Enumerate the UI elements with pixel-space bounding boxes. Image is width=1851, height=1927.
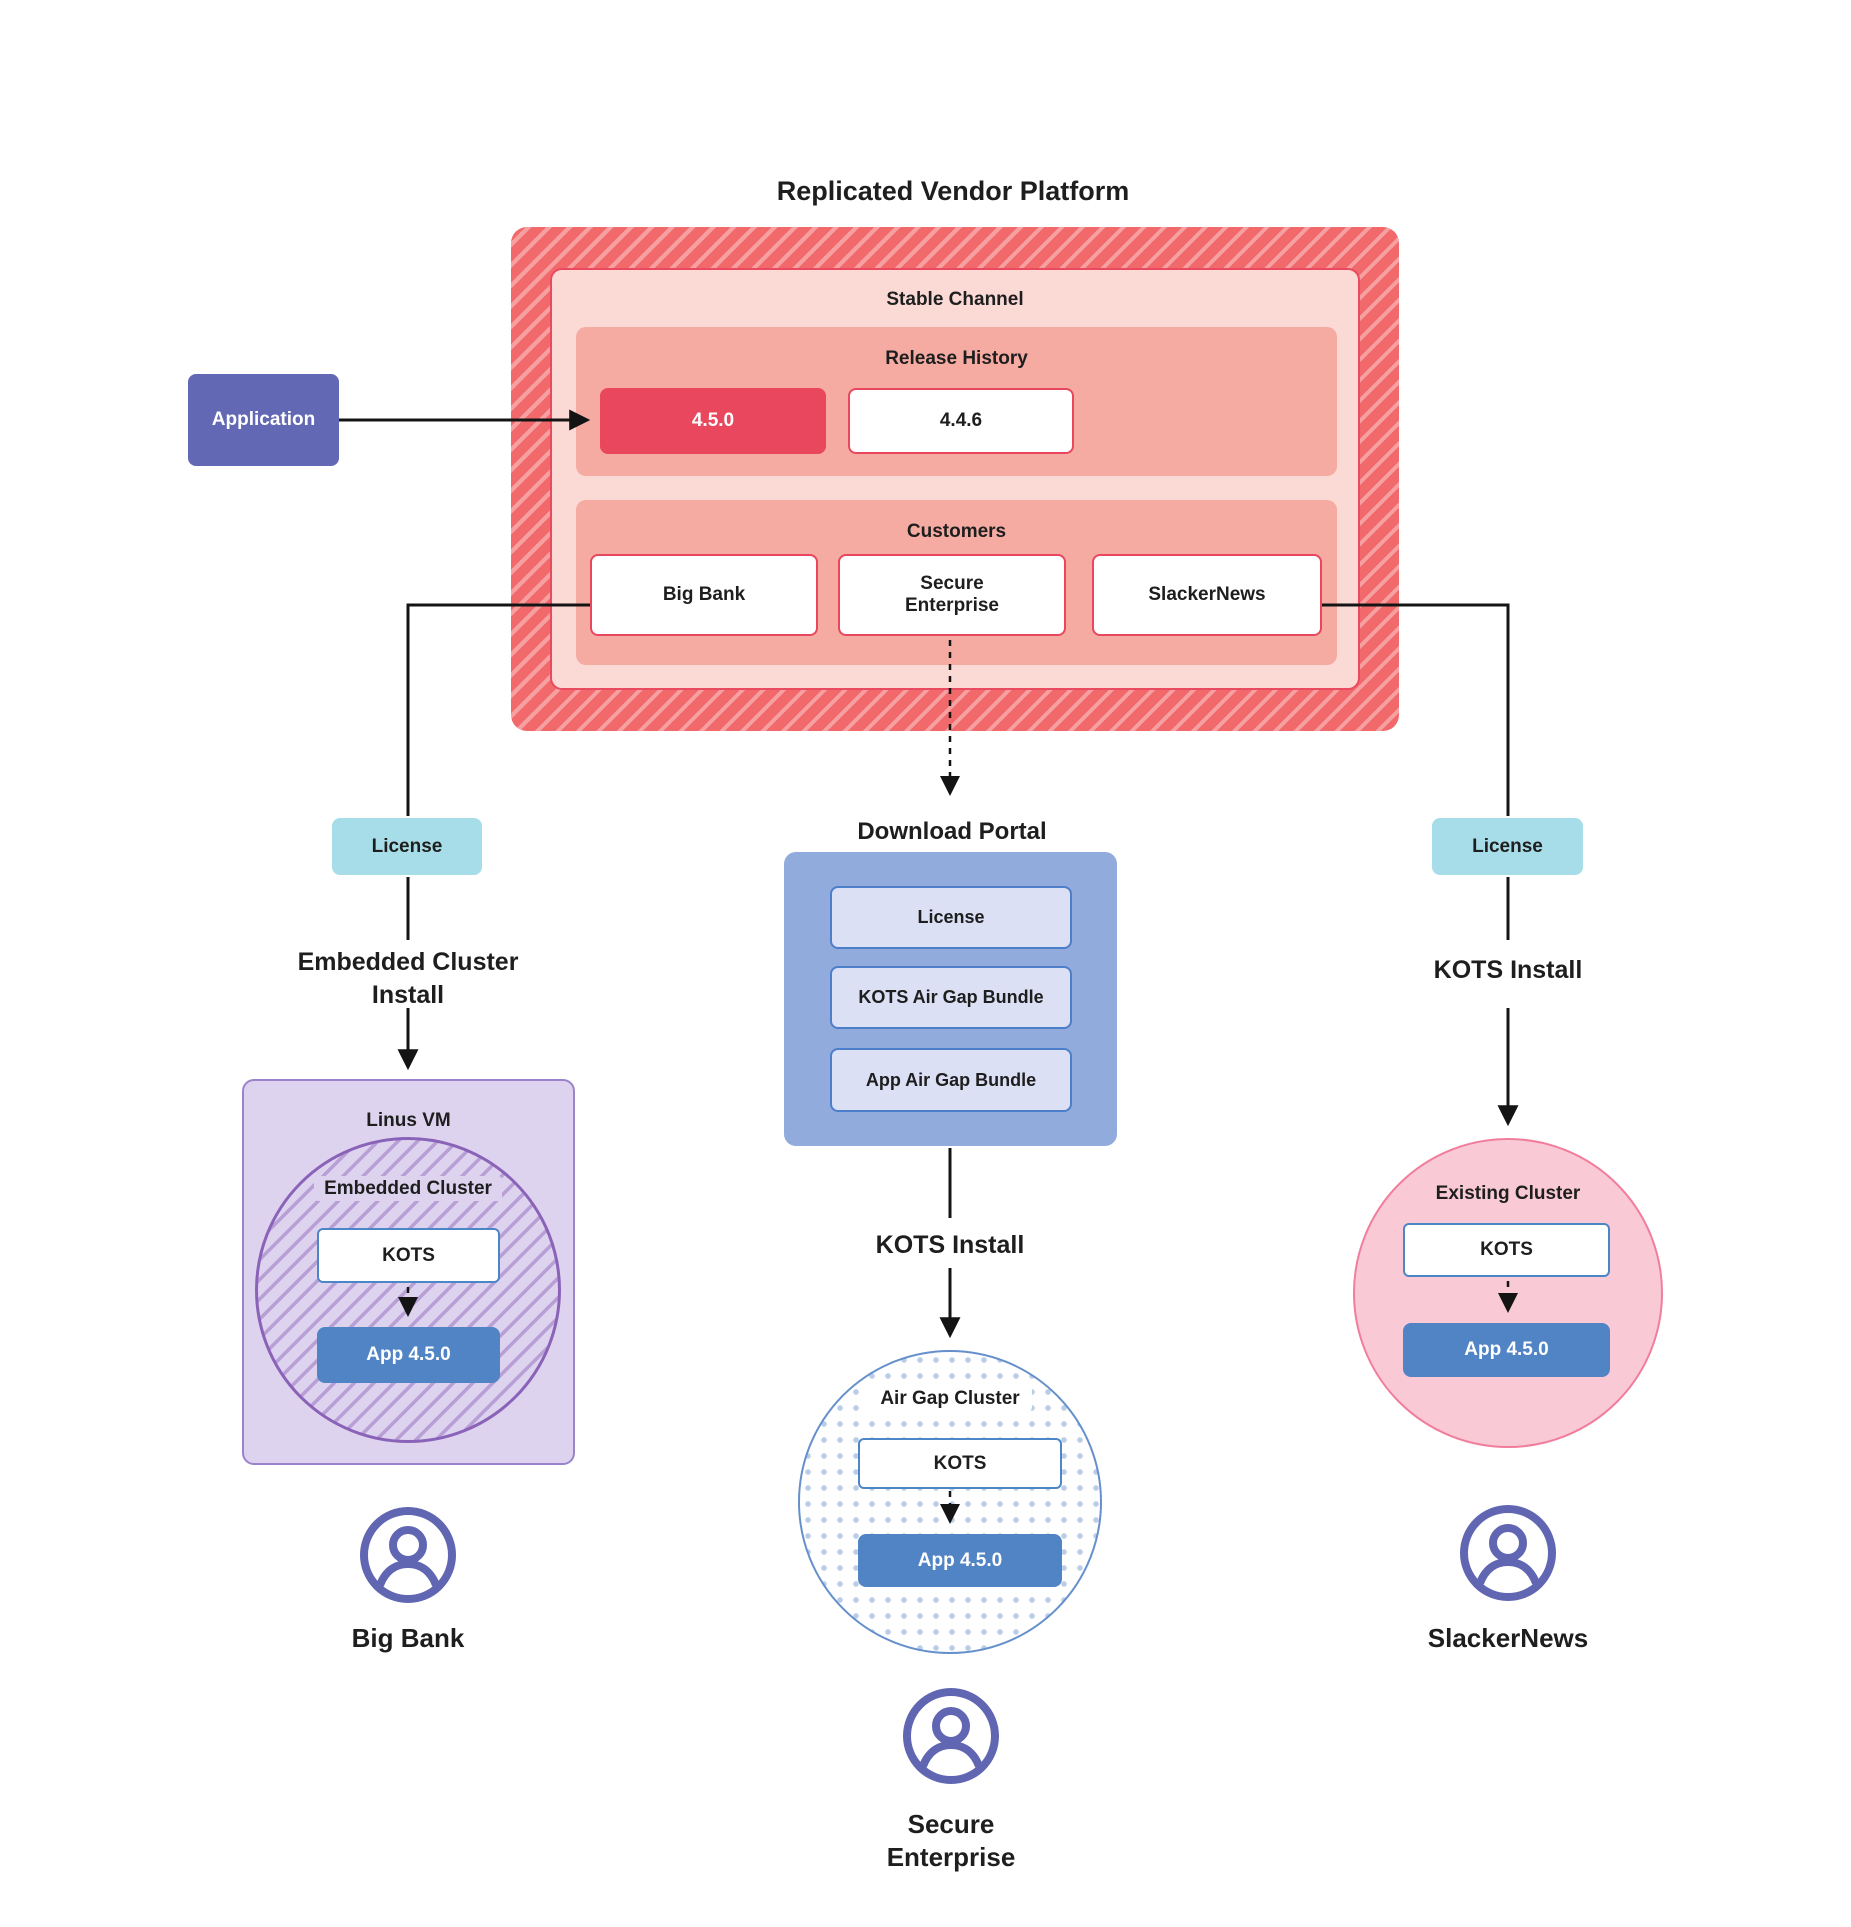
person-icon [903,1688,999,1784]
portal-item-kots-bundle: KOTS Air Gap Bundle [830,966,1072,1029]
release-history-label: Release History [885,348,1028,369]
person-icon [1460,1505,1556,1601]
kots-install-label-middle: KOTS Install [875,1231,1025,1259]
person-icon-big-bank [358,1505,458,1605]
person-icon [360,1507,456,1603]
app-box-secure-enterprise: App 4.5.0 [858,1534,1062,1587]
existing-cluster-label: Existing Cluster [1435,1183,1581,1204]
embedded-cluster-install-label: Embedded Cluster Install [297,948,519,1009]
application-box: Application [188,374,339,466]
customer-box-slackernews: SlackerNews [1092,554,1322,636]
embedded-cluster-label: Embedded Cluster [314,1176,502,1201]
download-portal-title: Download Portal [857,818,1047,845]
kots-box-slackernews: KOTS [1403,1223,1610,1277]
release-box-current: 4.5.0 [600,388,826,454]
app-box-slackernews: App 4.5.0 [1403,1323,1610,1377]
customer-box-secure-enterprise: Secure Enterprise [838,554,1066,636]
kots-box-big-bank: KOTS [317,1228,500,1283]
user-label-slackernews: SlackerNews [1427,1623,1589,1653]
stable-channel-label: Stable Channel [886,289,1024,310]
user-label-big-bank: Big Bank [351,1623,465,1653]
embedded-cluster-label-wrap: Embedded Cluster [258,1176,558,1201]
diagram-title: Replicated Vendor Platform [776,176,1130,206]
kots-install-label-right: KOTS Install [1433,956,1583,984]
person-icon-secure-enterprise [901,1686,1001,1786]
air-gap-cluster-label: Air Gap Cluster [868,1386,1032,1411]
customers-label: Customers [906,521,1007,542]
license-box-big-bank: License [332,818,482,875]
app-box-big-bank: App 4.5.0 [317,1327,500,1383]
air-gap-cluster-label-wrap: Air Gap Cluster [800,1386,1100,1411]
portal-item-license: License [830,886,1072,949]
kots-box-secure-enterprise: KOTS [858,1438,1062,1489]
linus-vm-label: Linus VM [366,1110,451,1131]
person-icon-slackernews [1458,1503,1558,1603]
license-box-slackernews: License [1432,818,1583,875]
user-label-secure-enterprise: Secure Enterprise [886,1809,1016,1872]
customer-box-big-bank: Big Bank [590,554,818,636]
portal-item-app-bundle: App Air Gap Bundle [830,1048,1072,1112]
release-box-previous: 4.4.6 [848,388,1074,454]
